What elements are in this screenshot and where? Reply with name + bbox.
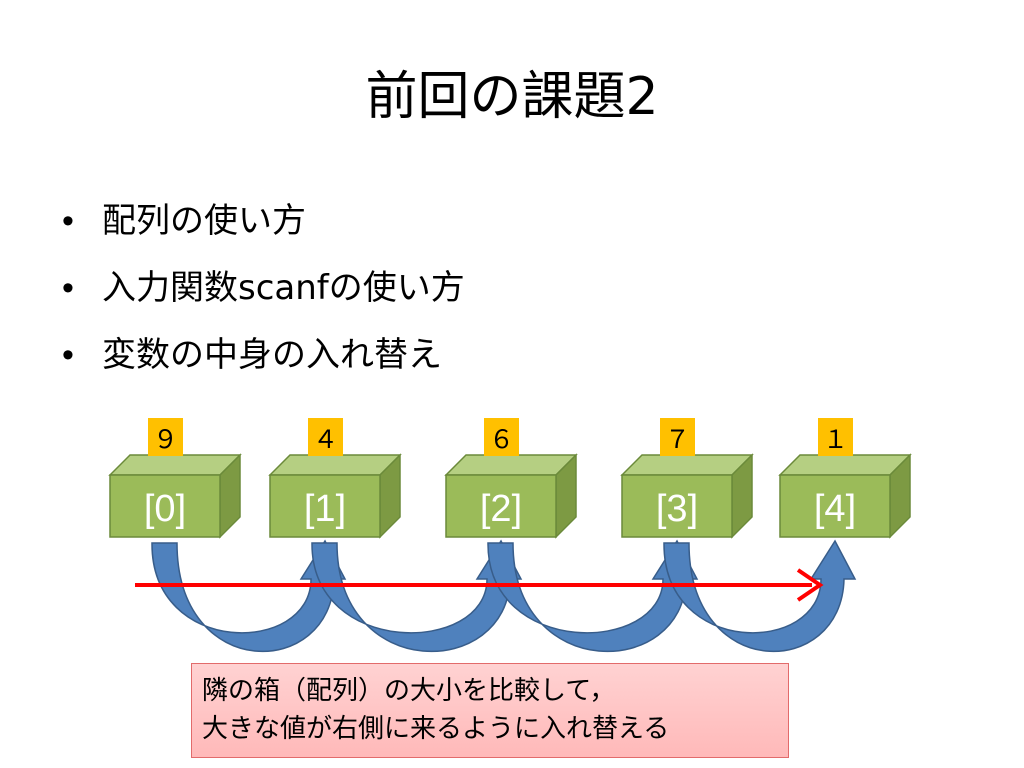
direction-arrow-layer <box>135 568 824 602</box>
explanation-note: 隣の箱（配列）の大小を比較して， 大きな値が右側に来るように入れ替える <box>191 663 789 758</box>
note-line-2: 大きな値が右側に来るように入れ替える <box>202 714 670 744</box>
bullet-text: 入力関数scanfの使い方 <box>102 268 465 308</box>
swap-arrows <box>151 539 857 653</box>
bullet-dot: • <box>62 202 74 240</box>
array-value-label: ６ <box>489 425 514 454</box>
array-value-label: １ <box>823 425 848 454</box>
bullet-text: 変数の中身の入れ替え <box>102 335 442 375</box>
box-front-face <box>445 474 557 538</box>
curved-arrow-icon <box>487 539 699 653</box>
bullet-item: • 配列の使い方 <box>62 188 465 255</box>
box-top-face <box>778 454 912 476</box>
bullet-dot: • <box>62 336 74 374</box>
curved-arrow-icon <box>663 539 857 653</box>
array-index-label: [0] <box>144 488 186 530</box>
box-front-face <box>109 474 221 538</box>
array-box: [0] ９ <box>108 418 242 539</box>
value-tag <box>148 418 183 456</box>
box-front-face <box>621 474 733 538</box>
array-box: [2] ６ <box>444 418 578 539</box>
array-box: [1] ４ <box>268 418 402 539</box>
value-tag <box>484 418 519 456</box>
bullet-item: • 変数の中身の入れ替え <box>62 322 465 389</box>
array-boxes: [0] ９ [1] ４ [2] ６ [3] ７ [4] １ <box>108 418 912 539</box>
right-arrow-icon <box>796 568 824 602</box>
value-tag <box>660 418 695 456</box>
page-title: 前回の課題2 <box>365 67 659 127</box>
box-top-face <box>620 454 754 476</box>
array-box: [3] ７ <box>620 418 754 539</box>
value-tag <box>818 418 853 456</box>
note-line-1: 隣の箱（配列）の大小を比較して， <box>202 676 616 706</box>
box-top-face <box>268 454 402 476</box>
bullet-text: 配列の使い方 <box>102 201 306 241</box>
array-box: [4] １ <box>778 418 912 539</box>
array-index-label: [1] <box>304 488 346 530</box>
box-front-face <box>779 474 891 538</box>
box-front-face <box>269 474 381 538</box>
curved-arrow-icon <box>311 539 523 653</box>
array-index-label: [3] <box>656 488 698 530</box>
bullet-dot: • <box>62 269 74 307</box>
array-index-label: [2] <box>480 488 522 530</box>
curved-arrow-icon <box>151 539 347 653</box>
array-index-label: [4] <box>814 488 856 530</box>
array-value-label: ７ <box>665 425 690 454</box>
bullet-list: • 配列の使い方 • 入力関数scanfの使い方 • 変数の中身の入れ替え <box>62 188 465 389</box>
array-value-label: ９ <box>153 425 178 454</box>
bullet-item: • 入力関数scanfの使い方 <box>62 255 465 322</box>
array-value-label: ４ <box>313 425 338 454</box>
value-tag <box>308 418 343 456</box>
box-top-face <box>108 454 242 476</box>
box-top-face <box>444 454 578 476</box>
